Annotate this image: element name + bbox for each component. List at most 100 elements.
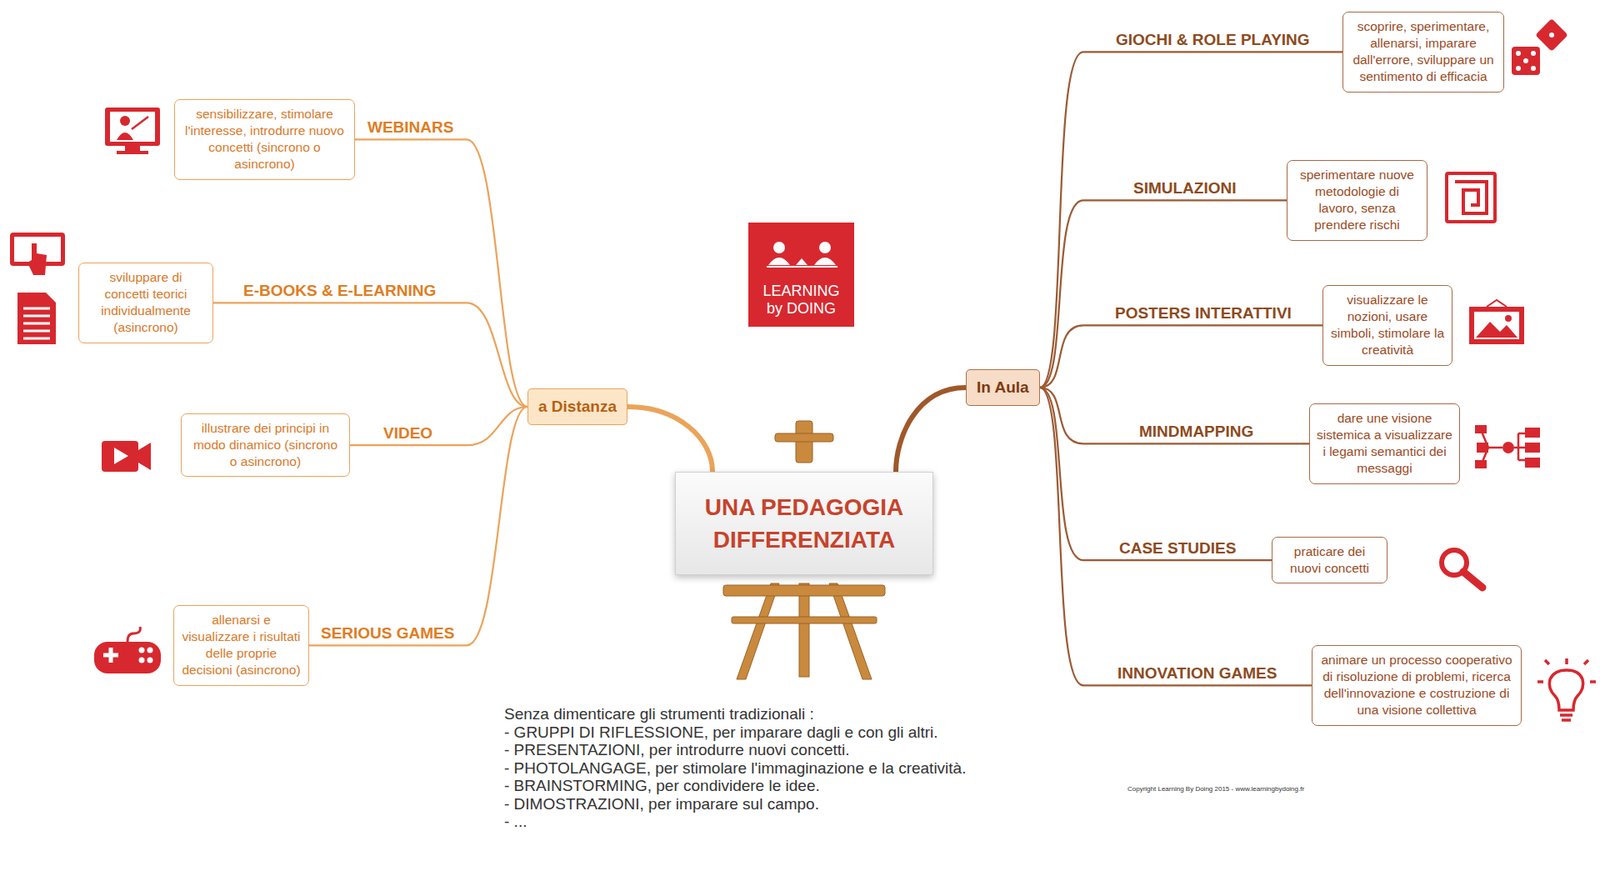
poster-icon-part [1486,300,1507,307]
dice-icon-part-part [1549,32,1555,38]
gamepad-icon-part [147,657,154,664]
webinar-icon-part [110,111,155,142]
note-line: - DIMOSTRAZIONI, per imparare sul campo. [504,795,820,813]
dice-icon-part-part [1530,65,1536,71]
poster-icon [1469,300,1525,345]
node-text: allenarsi e visualizzare i risultati del… [180,611,302,680]
node-text: sensibilizzare, stimolare l'interesse, i… [181,105,348,174]
node-text: sperimentare nuove metodologie di lavoro… [1294,166,1420,235]
gamepad-icon-part [94,641,161,674]
logo-square-part [748,222,855,327]
description-box: praticare dei nuovi concetti [1271,536,1388,584]
connector [1040,387,1272,560]
logo-square-part-part [795,258,808,265]
node-text: visualizzare le nozioni, usare simboli, … [1330,291,1445,360]
branch-label: SERIOUS GAMES [318,624,457,643]
webinar-icon [105,107,160,155]
copyright-note: Copyright Learning By Doing 2015 - www.l… [1127,785,1305,793]
dice-icon-part [1535,18,1569,52]
connector [1040,387,1312,685]
logo-square-part [766,241,838,268]
node-text: animare un processo cooperativo di risol… [1319,651,1515,720]
branch-label: SIMULAZIONI [1130,179,1240,198]
logo-square-part-part [768,257,790,265]
branch-label: E-BOOKS & E-LEARNING [240,281,439,300]
gamepad-icon-part [127,626,140,642]
description-box: illustrare dei principi in modo dinamico… [180,413,350,477]
logo-box: LEARNINGby DOING [748,282,855,317]
description-box: visualizzare le nozioni, usare simboli, … [1322,285,1453,366]
easel-part [829,583,872,680]
video-icon-part [114,447,129,465]
magnifier-icon [1441,550,1483,588]
connector [213,302,528,407]
video-icon-part [138,442,151,470]
connector [1040,387,1310,444]
description-box: sviluppare di concetti teorici individua… [78,262,214,344]
bulb-icon-part [1537,658,1596,682]
network-icon-part [1475,425,1487,434]
bulb-icon [1537,658,1596,720]
network-icon-part [1525,457,1540,468]
connector [895,387,966,472]
note-line: - ... [504,812,527,830]
logo-square-part-part [773,241,785,254]
network-icon-part [1481,431,1525,464]
description-box: sensibilizzare, stimolare l'interesse, i… [174,99,355,180]
dice-icon-part-part [1530,50,1536,56]
document-icon [17,292,56,345]
connector [627,406,713,472]
connector [350,406,528,445]
title-text: UNA PEDAGOGIA DIFFERENZIATA [684,490,925,556]
dice-icon [1511,18,1569,75]
dice-icon-part [1515,32,1555,71]
easel-part [731,616,877,624]
webinar-icon-part [105,107,160,146]
branch-label: GIOCHI & ROLE PLAYING [1113,30,1313,50]
video-icon-part [101,440,139,472]
document-icon-part [23,308,50,339]
webinar-icon-part [125,145,140,151]
bulb-icon-part [1549,670,1584,710]
bulb-icon-part [1560,715,1573,720]
easel-part [736,583,780,680]
branch-label: WEBINARS [365,118,456,137]
branch-label: CASE STUDIES [1116,539,1239,558]
branch-label: VIDEO [380,424,435,443]
note-line: - PRESENTAZIONI, per introdurre nuovi co… [504,740,850,759]
branch-label: MINDMAPPING [1136,422,1256,441]
description-box: allenarsi e visualizzare i risultati del… [173,605,310,686]
note-line: - GRUPPI DI RIFLESSIONE, per imparare da… [504,723,939,741]
dice-icon-part [1511,46,1540,75]
gamepad-icon-part [139,647,145,654]
branch-label: POSTERS INTERATTIVI [1112,304,1295,323]
logo-square [748,222,855,327]
poster-icon-part [1469,306,1525,345]
gamepad-icon-part [139,657,145,664]
document-icon-part-part [23,308,50,339]
logo-square-part-part [766,265,838,268]
document-icon-part [17,292,56,345]
gamepad-icon-part [147,647,154,654]
dice-icon-part-part [1515,65,1521,71]
network-icon-part [1502,441,1515,454]
maze-icon [1446,173,1495,222]
logo-square-part-part [814,257,836,265]
dice-icon-part-part [1523,58,1529,64]
easel-part [775,433,834,442]
description-box: sperimentare nuove metodologie di lavoro… [1286,160,1428,241]
tablet-icon [10,232,65,275]
poster-icon-part [1505,315,1512,322]
note-line: - BRAINSTORMING, per condividere le idee… [504,776,820,795]
node-text: In Aula [976,378,1030,397]
gamepad-icon-part [103,647,119,663]
note-line: - PHOTOLANGAGE, per stimolare l'immagina… [504,759,966,777]
webinar-icon-part [116,150,149,155]
node-text: dare une visione sistemica a visualizzar… [1316,410,1453,478]
network-icon-part [1525,427,1540,438]
network-icon-part [1475,460,1487,469]
easel-part [799,583,810,677]
logo-square-part-part [819,241,831,254]
node-text: by DOING [748,300,855,318]
